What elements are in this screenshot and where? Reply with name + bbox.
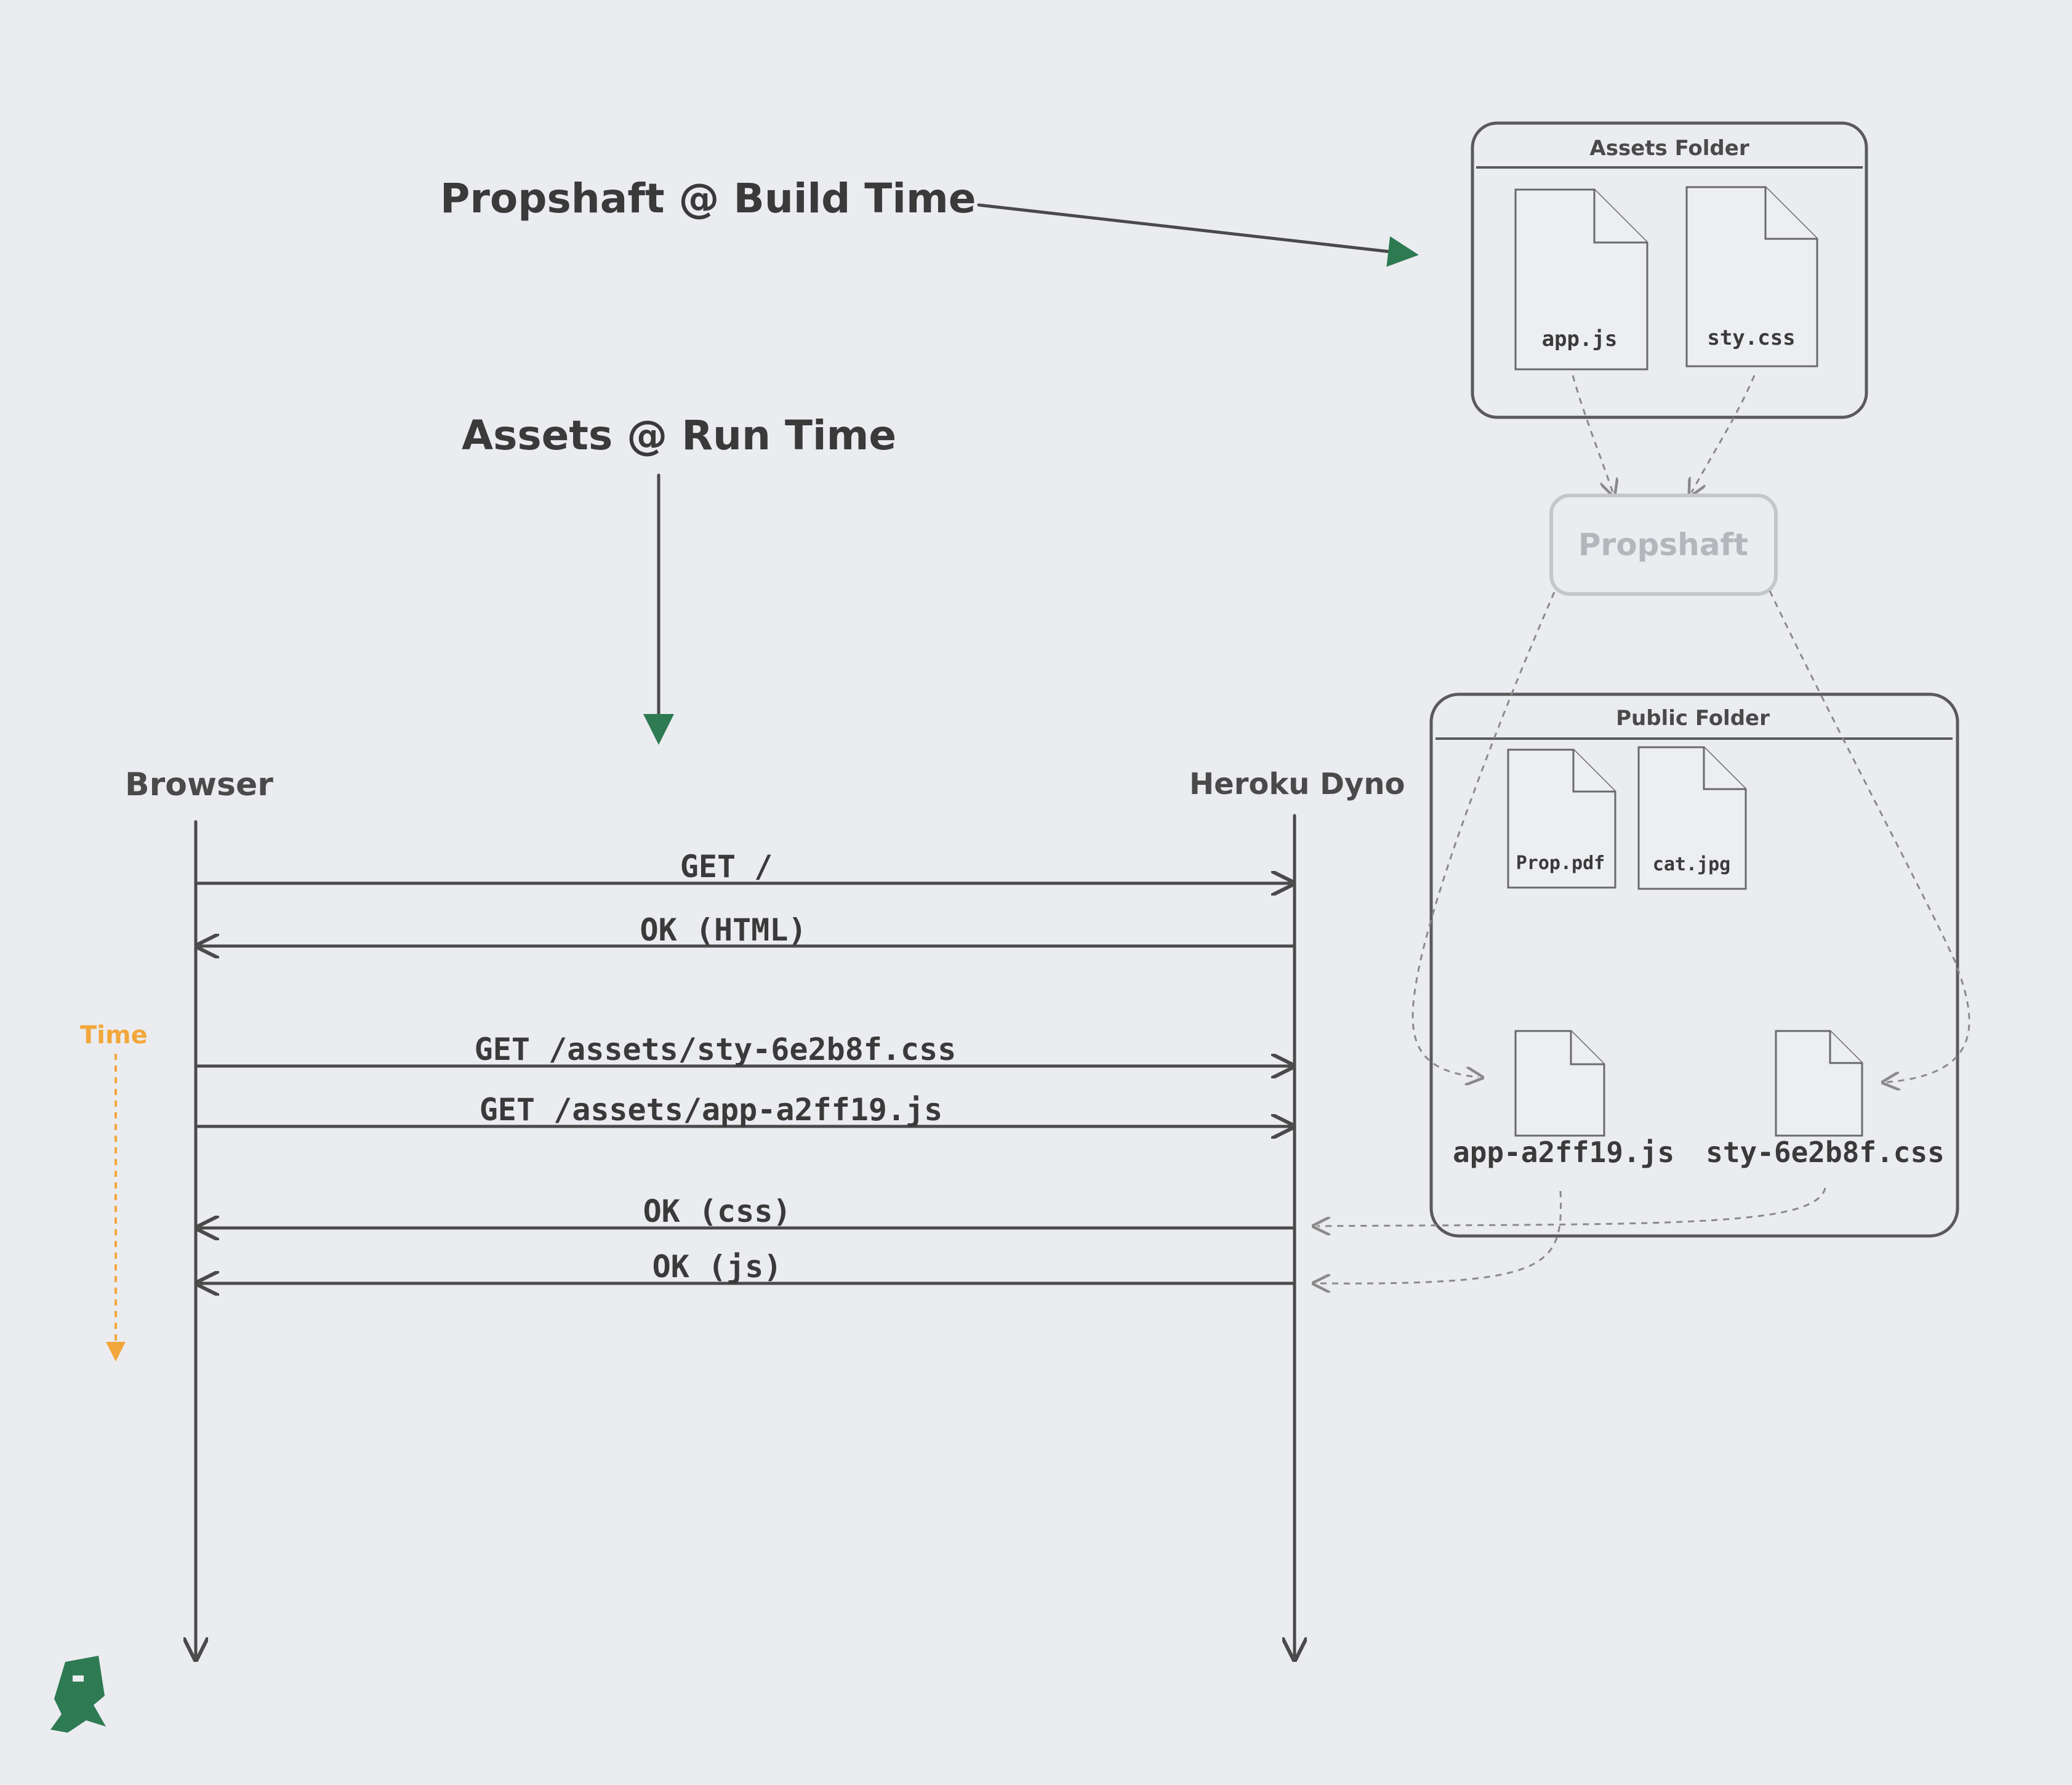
actor-browser: Browser	[125, 766, 273, 803]
public-output-name: sty-6e2b8f.css	[1706, 1136, 1945, 1169]
connector	[1572, 375, 1613, 492]
assets-folder-title: Assets Folder	[1589, 136, 1749, 161]
connector	[1692, 375, 1756, 492]
document-icon	[1775, 1030, 1863, 1137]
build-time-arrow	[977, 203, 1419, 267]
time-label: Time	[80, 1021, 148, 1049]
message-label: GET /assets/app-a2ff19.js	[480, 1092, 943, 1128]
propshaft-node: Propshaft	[1549, 494, 1778, 596]
message-label: OK (js)	[653, 1249, 782, 1285]
document-icon	[1637, 746, 1747, 890]
public-output-name: app-a2ff19.js	[1453, 1136, 1674, 1169]
public-file-name: cat.jpg	[1653, 854, 1730, 875]
message-get-js: GET /assets/app-a2ff19.js	[194, 1092, 1290, 1128]
connector	[1317, 1187, 1826, 1226]
message-label: OK (HTML)	[640, 912, 807, 948]
message-label: GET /	[680, 849, 773, 884]
message-get-css: GET /assets/sty-6e2b8f.css	[194, 1032, 1290, 1067]
propshaft-label: Propshaft	[1578, 527, 1748, 563]
message-get-root: GET /	[194, 849, 1290, 884]
assets-folder: Assets Folder app.js sty.css	[1471, 121, 1868, 419]
document-icon	[1514, 188, 1648, 371]
public-folder-title: Public Folder	[1616, 706, 1770, 731]
assets-file-name: sty.css	[1707, 326, 1795, 350]
message-label: GET /assets/sty-6e2b8f.css	[475, 1032, 957, 1067]
run-time-annotation: Assets @ Run Time	[462, 412, 896, 459]
message-label: OK (css)	[643, 1193, 792, 1229]
document-icon	[1514, 1030, 1605, 1137]
message-ok-js: OK (js)	[201, 1249, 1296, 1285]
actor-dyno: Heroku Dyno	[1189, 767, 1405, 801]
connector	[1317, 1190, 1562, 1283]
public-folder: Public Folder Prop.pdf cat.jpg app-a2ff1…	[1429, 692, 1959, 1238]
assets-file-name: app.js	[1542, 327, 1618, 351]
heroku-mascot-icon	[50, 1656, 106, 1733]
document-icon	[1685, 186, 1818, 367]
build-time-annotation: Propshaft @ Build Time	[440, 175, 976, 222]
message-ok-html: OK (HTML)	[201, 912, 1296, 948]
connector	[1411, 592, 1556, 1077]
message-ok-css: OK (css)	[201, 1193, 1296, 1229]
public-file-name: Prop.pdf	[1516, 852, 1605, 874]
document-icon	[1507, 748, 1616, 889]
connector	[1769, 590, 1970, 1082]
